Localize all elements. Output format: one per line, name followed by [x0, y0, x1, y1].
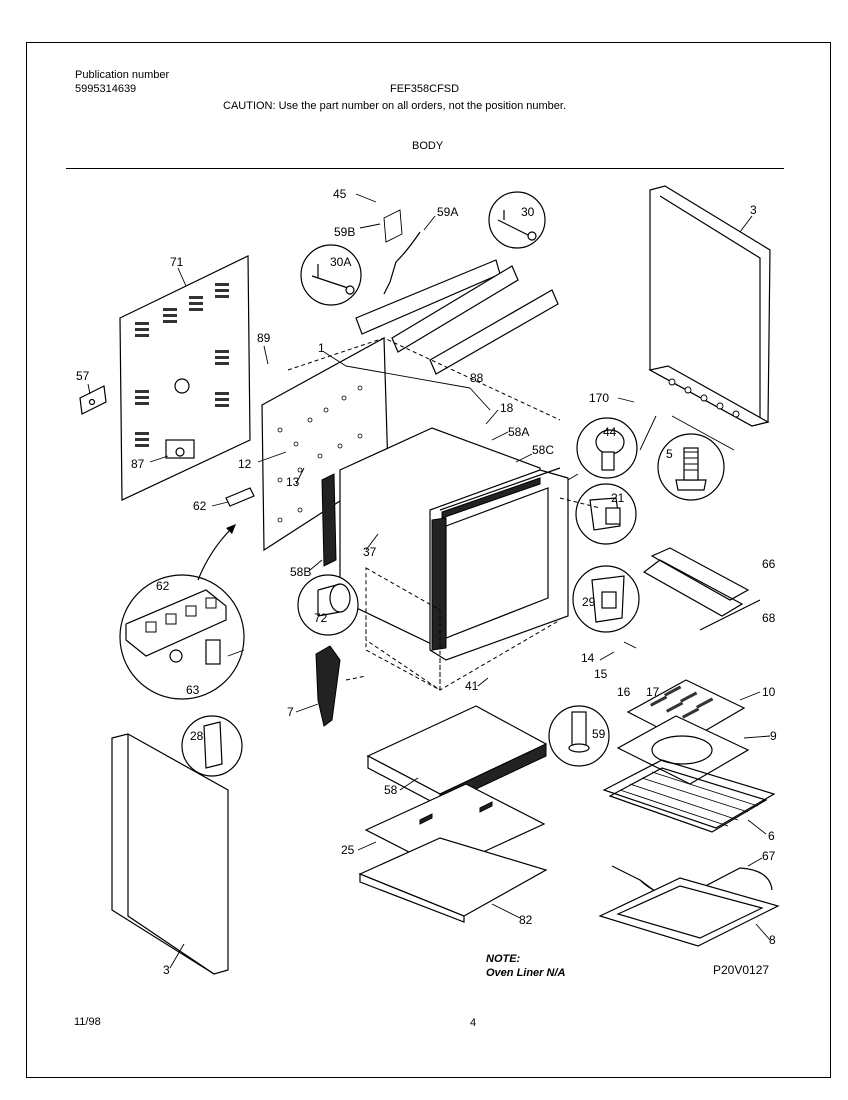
callout-9: 9	[770, 729, 777, 743]
callout-59: 59	[592, 727, 606, 741]
callout-15: 15	[594, 667, 608, 681]
note-text: Oven Liner N/A	[486, 967, 566, 979]
callout-37: 37	[363, 545, 377, 559]
detail-29	[572, 565, 640, 633]
note-title: NOTE:	[486, 953, 521, 965]
callout-58: 58	[384, 783, 398, 797]
callout-63: 63	[186, 683, 200, 697]
callout-25: 25	[341, 843, 355, 857]
callout-66: 66	[762, 557, 776, 571]
callout-18: 18	[500, 401, 514, 415]
callout-67: 67	[762, 849, 776, 863]
bracket-7	[315, 645, 341, 727]
callout-17: 17	[646, 685, 660, 699]
callout-58c: 58C	[532, 443, 554, 457]
callout-10: 10	[762, 685, 776, 699]
callout-44: 44	[603, 425, 617, 439]
callout-30a: 30A	[330, 255, 351, 269]
callout-58b: 58B	[290, 565, 311, 579]
detail-59	[548, 705, 610, 767]
panel-82	[358, 837, 548, 923]
oven-cavity	[321, 427, 569, 661]
callout-41: 41	[465, 679, 479, 693]
callout-29: 29	[582, 595, 596, 609]
dash-link-7	[345, 675, 367, 681]
caution-text: CAUTION: Use the part number on all orde…	[223, 100, 566, 112]
callout-71: 71	[170, 255, 184, 269]
callout-82: 82	[519, 913, 533, 927]
callout-12: 12	[238, 457, 252, 471]
callout-1: 1	[318, 341, 325, 355]
callout-30: 30	[521, 205, 535, 219]
broil-element-66	[642, 547, 761, 631]
callout-14: 14	[581, 651, 595, 665]
callout-87: 87	[131, 457, 145, 471]
bracket-57	[79, 385, 107, 415]
callout-59a: 59A	[437, 205, 458, 219]
callout-88: 88	[470, 371, 484, 385]
page-number: 4	[470, 1017, 476, 1029]
callout-13: 13	[286, 475, 300, 489]
callout-45: 45	[333, 187, 347, 201]
detail-72	[297, 574, 359, 636]
section-title: BODY	[412, 140, 444, 152]
callout-62-a: 62	[193, 499, 207, 513]
detail-5	[657, 433, 725, 501]
detail-62-terminal-block	[119, 574, 245, 700]
model-number: FEF358CFSD	[390, 83, 460, 95]
footer-date: 11/98	[74, 1016, 101, 1028]
callout-3-bottom: 3	[163, 963, 170, 977]
callout-3-top: 3	[750, 203, 757, 217]
broiler-drawer-frame	[365, 567, 441, 691]
callout-8: 8	[769, 933, 776, 947]
callout-170: 170	[589, 391, 609, 405]
publication-label: Publication number	[75, 69, 170, 81]
callout-28: 28	[190, 729, 204, 743]
callout-89: 89	[257, 331, 271, 345]
detail-30	[488, 191, 546, 249]
callout-5: 5	[666, 447, 673, 461]
oven-bottom-8	[598, 877, 780, 947]
callout-62-b: 62	[156, 579, 170, 593]
callout-59b: 59B	[334, 225, 355, 239]
callout-21: 21	[611, 491, 625, 505]
callout-6: 6	[768, 829, 775, 843]
header-rule	[66, 168, 784, 169]
callout-16: 16	[617, 685, 631, 699]
side-panel-3-top	[648, 185, 771, 427]
callout-58a: 58A	[508, 425, 529, 439]
oven-rack-6	[602, 759, 776, 833]
detail-28	[181, 715, 243, 777]
callout-57: 57	[76, 369, 90, 383]
callout-68: 68	[762, 611, 776, 625]
diagram-code: P20V0127	[713, 963, 769, 977]
side-panel-3-bottom	[111, 733, 229, 975]
callout-labels: 45 59B 59A 30 30A 3 71 57 87 89 1 88 170…	[76, 187, 777, 977]
terminal-block-62	[225, 487, 255, 507]
detail-21	[575, 483, 637, 545]
detail-30a	[300, 244, 362, 306]
detail-44	[576, 417, 638, 479]
leader-lines	[87, 193, 771, 969]
callout-7: 7	[287, 705, 294, 719]
page-frame	[26, 42, 831, 1078]
range-frame	[261, 337, 561, 691]
top-rails	[355, 209, 559, 375]
publication-number: 5995314639	[75, 83, 137, 95]
callout-72: 72	[314, 611, 328, 625]
broiler-pan-9	[616, 715, 750, 785]
detail-arrow	[197, 527, 233, 581]
back-panel-71	[119, 255, 251, 501]
